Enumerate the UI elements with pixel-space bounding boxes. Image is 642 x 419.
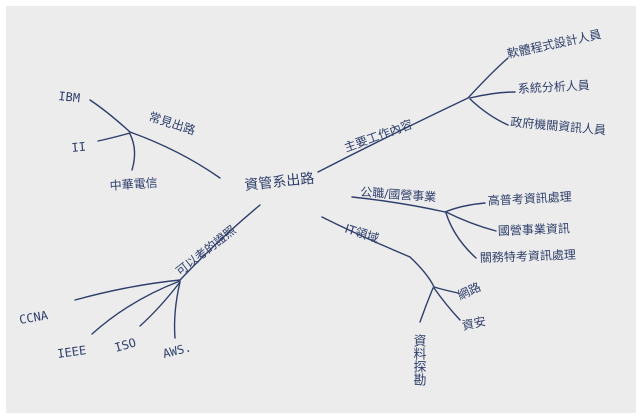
mind-map-lines bbox=[74, 57, 516, 339]
line-center-to-public bbox=[351, 196, 446, 213]
line-career-1 bbox=[89, 99, 131, 133]
line-career-3 bbox=[129, 133, 136, 171]
cert-item-4: AWS. bbox=[161, 340, 192, 361]
line-career-2 bbox=[97, 132, 131, 142]
line-cert-4 bbox=[173, 281, 181, 339]
line-work-1 bbox=[467, 57, 509, 99]
line-it-1 bbox=[409, 256, 435, 288]
cert-item-2: IEEE bbox=[56, 343, 87, 361]
line-it-to-cross bbox=[433, 286, 459, 294]
line-cert-3 bbox=[139, 281, 181, 327]
center-node: 資管系出路 bbox=[244, 171, 315, 194]
public-item-3: 關務特考資訊處理 bbox=[480, 247, 576, 265]
line-center-to-it bbox=[321, 216, 411, 258]
line-cert-1 bbox=[74, 279, 181, 301]
branch-label-public: 公職/國營事業 bbox=[360, 185, 437, 204]
it-item-2: 資安 bbox=[461, 313, 488, 333]
line-center-to-career bbox=[129, 131, 221, 179]
public-item-1: 高普考資訊處理 bbox=[487, 189, 572, 208]
line-cert-2 bbox=[91, 280, 181, 335]
line-public-2 bbox=[445, 211, 497, 232]
public-item-2: 國營事業資訊 bbox=[498, 220, 570, 238]
cert-item-1: CCNA bbox=[18, 308, 50, 327]
career-item-1: IBM bbox=[58, 89, 81, 105]
career-item-3: 中華電信 bbox=[109, 175, 158, 193]
it-item-vertical: 資料探勘 bbox=[411, 334, 427, 386]
line-public-1 bbox=[444, 202, 486, 213]
line-work-2 bbox=[469, 91, 516, 99]
line-it-3 bbox=[419, 287, 434, 323]
work-item-2: 系統分析人員 bbox=[517, 78, 590, 96]
paper-background bbox=[6, 6, 636, 413]
cert-item-3: ISO bbox=[113, 335, 138, 354]
line-work-3 bbox=[469, 98, 509, 126]
career-item-2: II bbox=[71, 140, 87, 155]
line-center-to-work bbox=[317, 97, 469, 173]
line-center-to-cert bbox=[179, 204, 261, 281]
line-it-2 bbox=[433, 287, 461, 321]
line-public-3 bbox=[445, 212, 477, 259]
